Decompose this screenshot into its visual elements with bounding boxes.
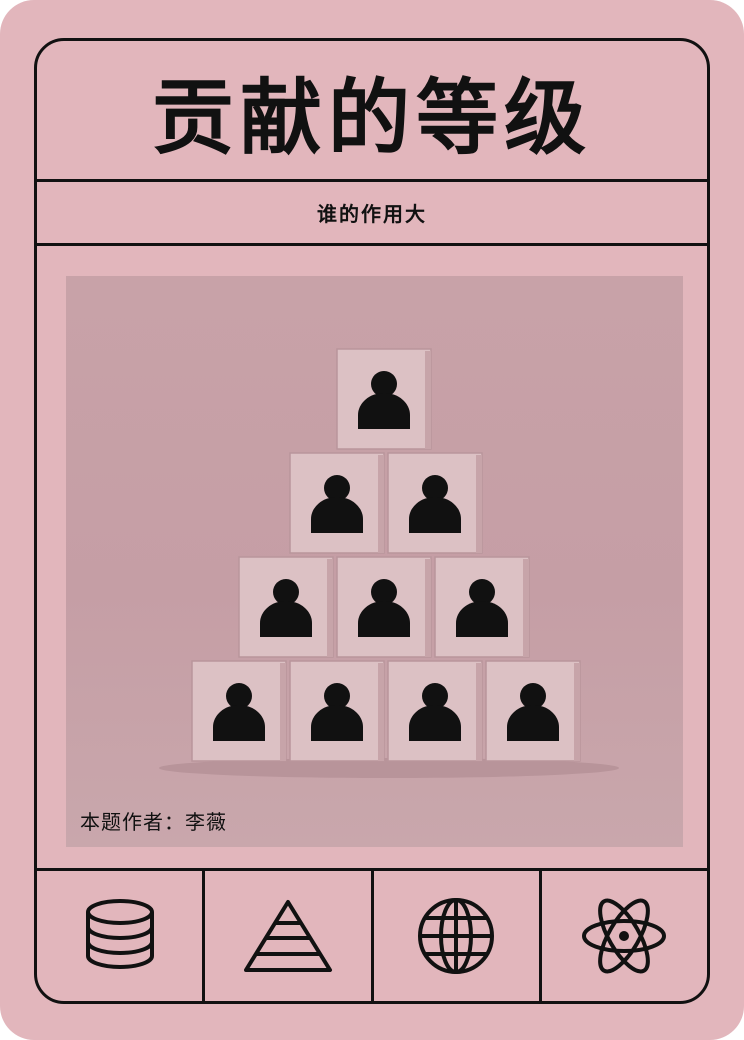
person-icon — [422, 683, 448, 709]
person-icon — [371, 371, 397, 397]
block-pyramid — [159, 348, 619, 778]
pyramid-photo: 本题作者：李薇 — [66, 276, 683, 847]
icon-cell-database — [37, 871, 202, 1001]
subtitle-bar: 谁的作用大 — [37, 182, 707, 246]
icon-bar — [37, 868, 707, 1001]
icon-cell-atom — [538, 871, 707, 1001]
person-icon — [422, 475, 448, 501]
floor-shadow — [159, 758, 619, 778]
card-title: 贡献的等级 — [151, 70, 592, 166]
pyramid-icon — [243, 900, 332, 972]
author-credit: 本题作者：李薇 — [80, 810, 227, 834]
icon-cell-globe — [370, 871, 539, 1001]
person-icon — [226, 683, 252, 709]
icon-cell-pyramid — [202, 871, 370, 1001]
person-icon — [273, 579, 299, 605]
person-icon — [324, 683, 350, 709]
person-icon — [371, 579, 397, 605]
person-icon — [469, 579, 495, 605]
card-frame: 贡献的等级 谁的作用大 本题作者：李薇 — [34, 38, 710, 1004]
title-bar: 贡献的等级 — [37, 41, 707, 182]
globe-icon — [418, 898, 495, 974]
person-icon — [324, 475, 350, 501]
person-icon — [520, 683, 546, 709]
database-icon — [85, 899, 154, 969]
atom-icon — [582, 898, 667, 974]
card-subtitle: 谁的作用大 — [317, 202, 427, 226]
